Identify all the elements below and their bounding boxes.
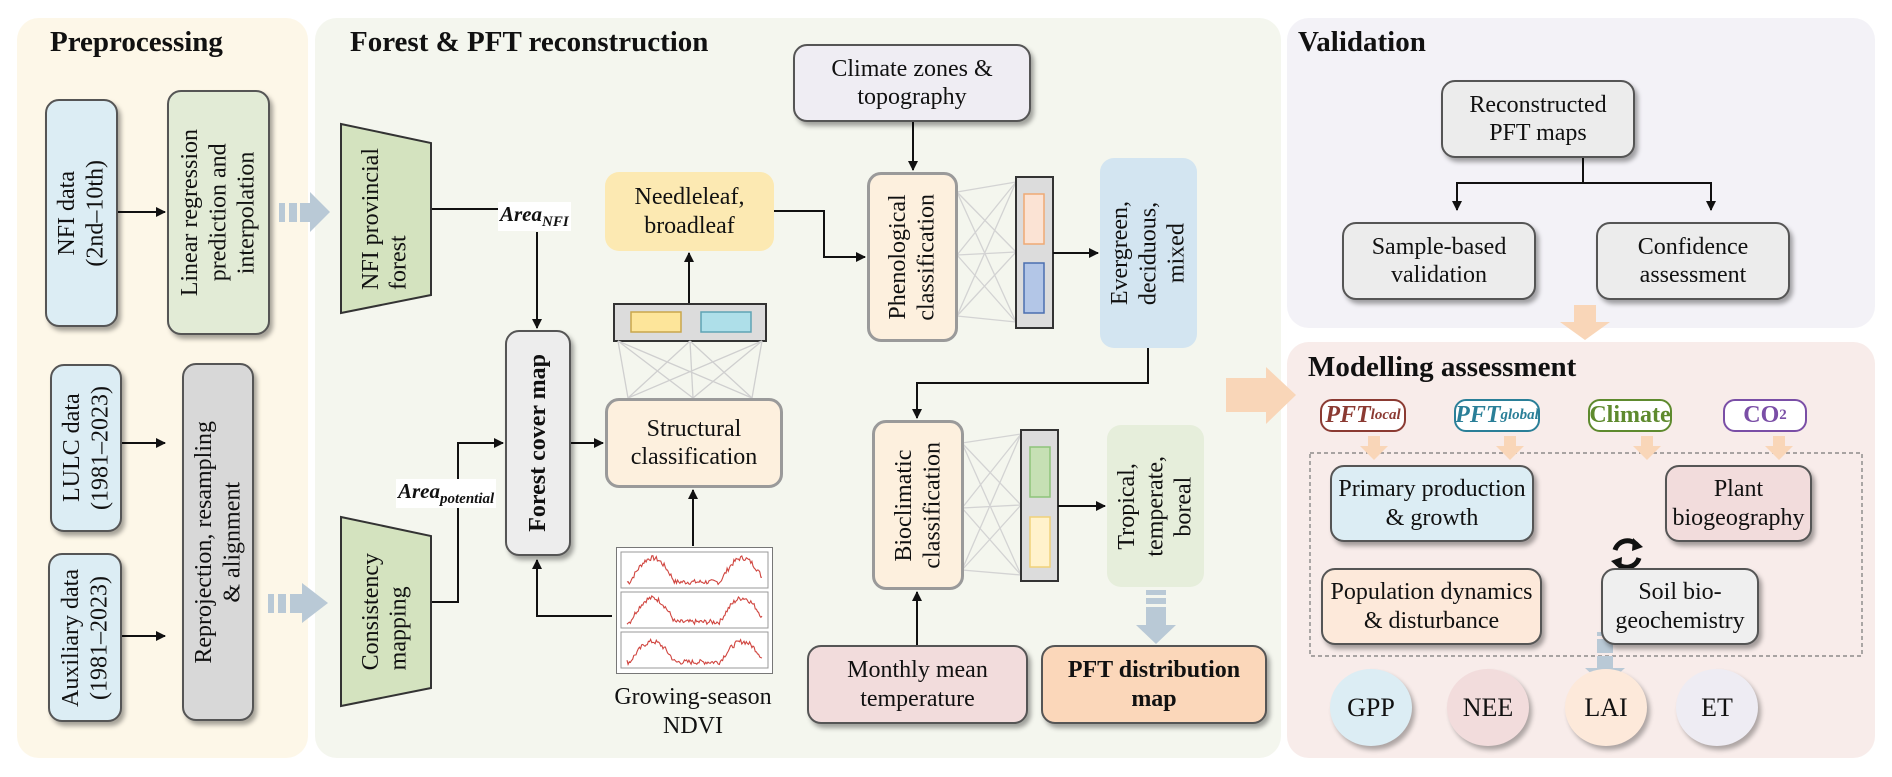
confidence-assessment-box: Confidence assessment: [1596, 222, 1790, 300]
structural-classification-box: Structural classification: [605, 398, 783, 488]
sample-based-validation-box: Sample-based validation: [1342, 222, 1536, 300]
nfi-data-box: NFI data (2nd–10th): [45, 99, 118, 327]
pft-distribution-map-box: PFT distribution map: [1041, 645, 1267, 724]
input-climate: Climate: [1588, 399, 1672, 432]
reconstructed-pft-maps-box: Reconstructed PFT maps: [1441, 80, 1635, 158]
preprocessing-title: Preprocessing: [50, 26, 223, 58]
auxiliary-data-box: Auxiliary data (1981–2023): [48, 553, 122, 722]
bioclimatic-classification-box: Bioclimatic classification: [872, 420, 964, 590]
forest-cover-map-box: Forest cover map: [505, 330, 571, 556]
consistency-mapping-label: Consistency mapping: [358, 552, 412, 671]
monthly-temperature-box: Monthly mean temperature: [807, 645, 1028, 724]
validation-title: Validation: [1298, 26, 1426, 58]
lulc-data-box: LULC data (1981–2023): [50, 364, 122, 532]
output-et: ET: [1676, 669, 1758, 746]
tropical-temperate-boreal-box: Tropical, temperate, boreal: [1107, 425, 1204, 587]
needleleaf-broadleaf-box: Needleleaf, broadleaf: [605, 172, 774, 251]
area-nfi-label: AreaNFI: [498, 202, 571, 232]
reconstruction-title: Forest & PFT reconstruction: [350, 26, 709, 58]
evergreen-deciduous-box: Evergreen, deciduous, mixed: [1100, 158, 1197, 348]
plant-biogeography-box: Plant biogeography: [1665, 465, 1812, 542]
linear-regression-box: Linear regression prediction and interpo…: [167, 90, 270, 335]
output-lai: LAI: [1565, 669, 1647, 746]
output-nee: NEE: [1447, 669, 1529, 746]
climate-zones-box: Climate zones & topography: [793, 44, 1031, 122]
primary-production-box: Primary production & growth: [1330, 465, 1534, 542]
ndvi-timeseries-panel: [616, 547, 773, 674]
phenological-classification-box: Phenological classification: [867, 172, 958, 342]
area-potential-label: Areapotential: [396, 479, 497, 509]
nfi-provincial-label: NFI provincial forest: [358, 147, 412, 290]
population-dynamics-box: Population dynamics & disturbance: [1321, 568, 1542, 645]
ndvi-label: Growing-season NDVI: [614, 684, 772, 739]
modelling-title: Modelling assessment: [1308, 351, 1577, 383]
soil-biogeochemistry-box: Soil bio- geochemistry: [1601, 568, 1759, 645]
reprojection-box: Reprojection, resampling & alignment: [182, 363, 254, 721]
output-gpp: GPP: [1330, 669, 1412, 746]
